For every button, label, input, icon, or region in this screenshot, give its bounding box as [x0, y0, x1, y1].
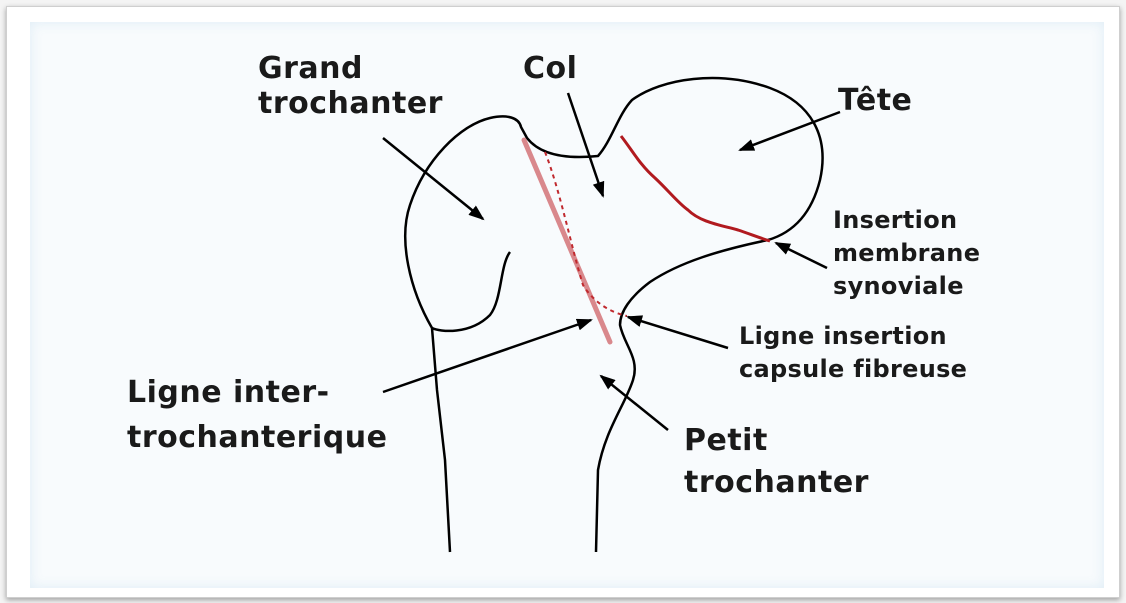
label-grand-trochanter-line2: trochanter	[258, 87, 443, 122]
synovial-insertion-line	[621, 136, 770, 241]
greater-trochanter-contour	[432, 252, 510, 331]
label-ligne-inter-line1: Ligne inter-	[127, 370, 387, 415]
arrow-col	[568, 93, 603, 196]
label-insertion-membrane-line3: synoviale	[833, 270, 980, 303]
label-grand-trochanter-line1: Grand	[258, 52, 443, 87]
label-ligne-capsule-line1: Ligne insertion	[739, 320, 967, 353]
arrow-membrane	[776, 243, 827, 268]
label-ligne-capsule: Ligne insertion capsule fibreuse	[739, 320, 967, 386]
label-petit-trochanter-line1: Petit	[684, 420, 869, 462]
arrow-petit-trochanter	[601, 376, 668, 430]
arrow-capsule	[628, 317, 728, 348]
label-col: Col	[523, 52, 577, 87]
label-insertion-membrane-line1: Insertion	[833, 204, 980, 237]
label-insertion-membrane-line2: membrane	[833, 237, 980, 270]
label-petit-trochanter: Petit trochanter	[684, 420, 869, 504]
arrow-ligne-inter	[383, 320, 591, 392]
label-petit-trochanter-line2: trochanter	[684, 462, 869, 504]
label-grand-trochanter: Grand trochanter	[258, 52, 443, 121]
label-ligne-inter: Ligne inter- trochanterique	[127, 370, 387, 460]
arrow-tete	[740, 112, 840, 150]
label-ligne-inter-line2: trochanterique	[127, 415, 387, 460]
label-ligne-capsule-line2: capsule fibreuse	[739, 353, 967, 386]
label-tete: Tête	[838, 84, 912, 119]
arrow-grand-trochanter	[383, 138, 483, 219]
intertrochanteric-line	[524, 140, 610, 342]
label-insertion-membrane: Insertion membrane synoviale	[833, 204, 980, 303]
